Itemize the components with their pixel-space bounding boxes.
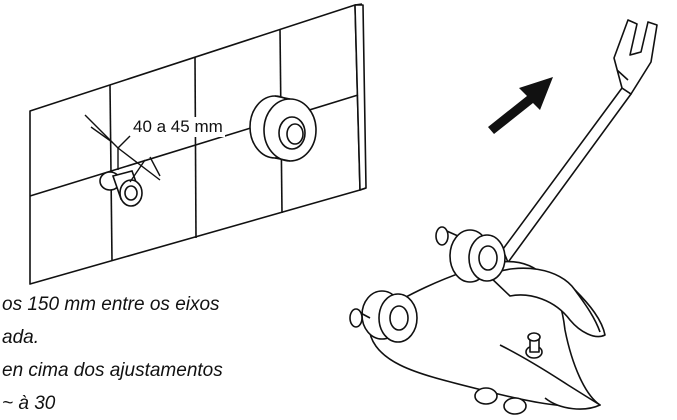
dimension-label: 40 a 45 mm xyxy=(131,117,225,137)
caption-line-4: ~ à 30 xyxy=(2,393,56,414)
left-connector xyxy=(99,170,143,207)
tile-wall xyxy=(29,3,367,285)
caption-line-2: ada. xyxy=(2,327,39,348)
faucet-icon xyxy=(349,226,606,415)
arrow-icon xyxy=(488,77,553,134)
wrench-icon xyxy=(488,19,658,277)
dimension-marks xyxy=(84,114,161,183)
right-connector xyxy=(249,95,317,162)
caption-line-3: en cima dos ajustamentos xyxy=(2,360,223,381)
caption-line-1: os 150 mm entre os eixos xyxy=(2,294,220,315)
